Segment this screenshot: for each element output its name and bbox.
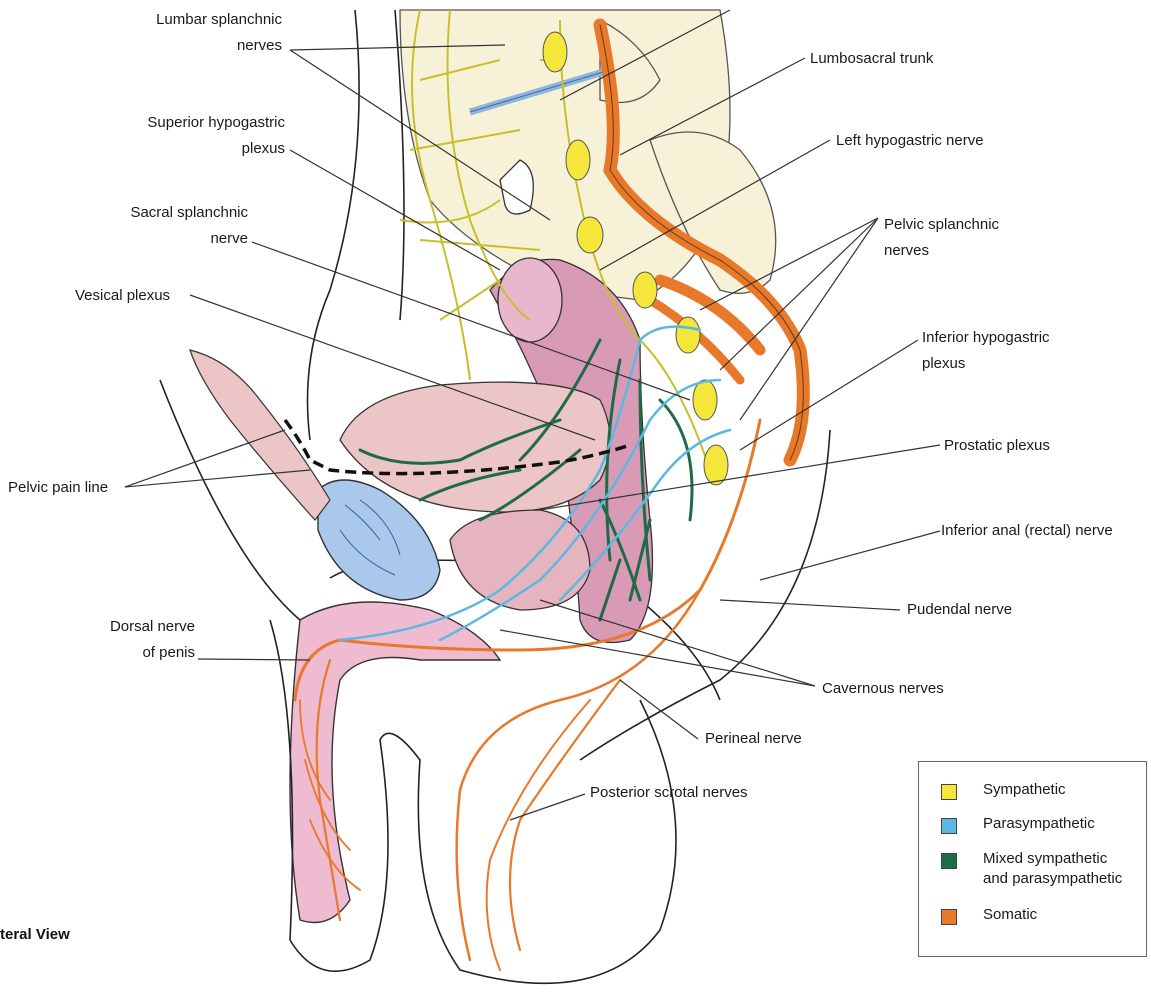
legend-label-line: Sympathetic (983, 780, 1066, 800)
label-prostatic-plexus: Prostatic plexus (944, 433, 1050, 459)
label-line: Left hypogastric nerve (836, 128, 984, 154)
label-line: Lumbosacral trunk (810, 46, 933, 72)
label-pelvic-splanchnic-nerves: Pelvic splanchnic nerves (884, 212, 999, 264)
label-inferior-anal-rectal-nerve: Inferior anal (rectal) nerve (941, 518, 1113, 544)
label-cavernous-nerves: Cavernous nerves (822, 676, 944, 702)
label-line: Perineal nerve (705, 726, 802, 752)
label-line: Posterior scrotal nerves (590, 780, 748, 806)
legend-item-parasympathetic: Parasympathetic (941, 814, 1095, 834)
label-line: Vesical plexus (75, 283, 170, 309)
label-lumbosacral-trunk: Lumbosacral trunk (810, 46, 933, 72)
legend-item-mixed: Mixed sympathetic and parasympathetic (941, 849, 1122, 889)
label-line: Pelvic pain line (8, 475, 108, 501)
legend-label-line: and parasympathetic (983, 869, 1122, 889)
label-line: plexus (922, 351, 1050, 377)
label-pudendal-nerve: Pudendal nerve (907, 597, 1012, 623)
label-line: Lumbar splanchnic (110, 7, 282, 33)
label-line: nerves (884, 238, 999, 264)
label-line: Pelvic splanchnic (884, 212, 999, 238)
label-posterior-scrotal-nerves: Posterior scrotal nerves (590, 780, 748, 806)
legend-label: Mixed sympathetic and parasympathetic (983, 849, 1122, 889)
label-dorsal-nerve-of-penis: Dorsal nerve of penis (80, 614, 195, 666)
label-sacral-splanchnic-nerve: Sacral splanchnic nerve (90, 200, 248, 252)
label-line: Inferior hypogastric (922, 325, 1050, 351)
label-superior-hypogastric-plexus: Superior hypogastric plexus (100, 110, 285, 162)
label-line: of penis (80, 640, 195, 666)
label-line: Dorsal nerve (80, 614, 195, 640)
legend-swatch (941, 818, 957, 834)
label-line: Pudendal nerve (907, 597, 1012, 623)
label-perineal-nerve: Perineal nerve (705, 726, 802, 752)
label-inferior-hypogastric-plexus: Inferior hypogastric plexus (922, 325, 1050, 377)
label-line: Cavernous nerves (822, 676, 944, 702)
label-line: Sacral splanchnic (90, 200, 248, 226)
label-line: Inferior anal (rectal) nerve (941, 518, 1113, 544)
label-line: nerve (90, 226, 248, 252)
legend-label: Parasympathetic (983, 814, 1095, 834)
label-line: nerves (110, 33, 282, 59)
label-lumbar-splanchnic-nerves: Lumbar splanchnic nerves (110, 7, 282, 59)
view-title: teral View (0, 926, 70, 943)
legend-item-somatic: Somatic (941, 905, 1037, 925)
legend-label-line: Parasympathetic (983, 814, 1095, 834)
legend-swatch (941, 784, 957, 800)
label-vesical-plexus: Vesical plexus (75, 283, 170, 309)
legend-label-line: Somatic (983, 905, 1037, 925)
legend-item-sympathetic: Sympathetic (941, 780, 1066, 800)
label-line: Prostatic plexus (944, 433, 1050, 459)
label-line: Superior hypogastric (100, 110, 285, 136)
label-line: plexus (100, 136, 285, 162)
legend-swatch (941, 909, 957, 925)
label-pelvic-pain-line: Pelvic pain line (8, 475, 108, 501)
legend-label: Somatic (983, 905, 1037, 925)
legend-label: Sympathetic (983, 780, 1066, 800)
legend-label-line: Mixed sympathetic (983, 849, 1122, 869)
legend-swatch (941, 853, 957, 869)
label-left-hypogastric-nerve: Left hypogastric nerve (836, 128, 984, 154)
legend: Sympathetic Parasympathetic Mixed sympat… (918, 761, 1147, 957)
